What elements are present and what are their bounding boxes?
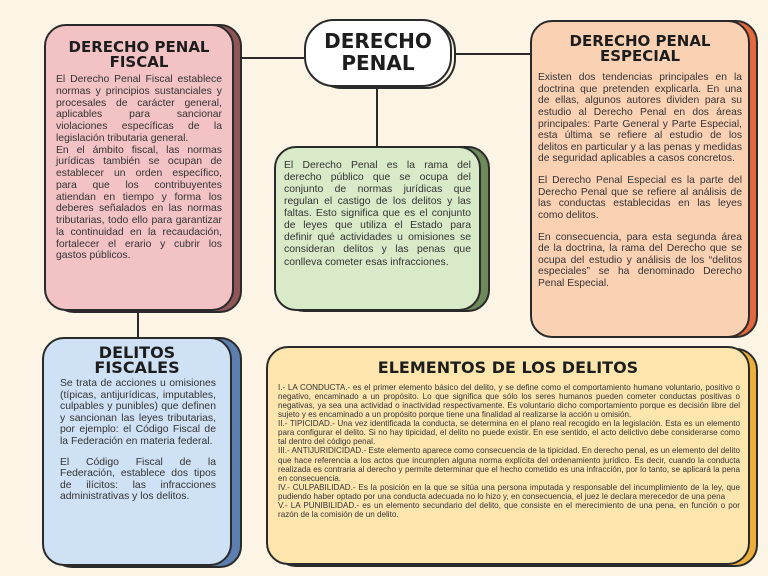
fiscal-title-line2: FISCAL [109, 53, 169, 71]
center-card: El Derecho Penal es la rama del derecho … [274, 146, 481, 311]
delitos-title-line2: FISCALES [94, 358, 180, 378]
elemento-tipicidad: II.- TIPICIDAD.- Una vez identificada la… [278, 419, 740, 447]
elemento-antijuridicidad: III.- ANTIJURIDICIDAD.- Este elemento ap… [278, 446, 740, 483]
especial-paragraph-1: Existen dos tendencias principales en la… [538, 72, 742, 165]
fiscal-body: El Derecho Penal Fiscal establece normas… [46, 70, 232, 262]
especial-card: DERECHO PENAL ESPECIAL Existen dos tende… [530, 20, 750, 338]
fiscal-title: DERECHO PENAL FISCAL [46, 40, 232, 70]
especial-title-line1: DERECHO PENAL [569, 32, 711, 50]
delitos-paragraph-1: Se trata de acciones u omisiones (típica… [60, 378, 216, 447]
especial-paragraph-2: El Derecho Penal Especial es la parte de… [538, 175, 742, 221]
especial-title: DERECHO PENAL ESPECIAL [532, 34, 748, 64]
elementos-card: ELEMENTOS DE LOS DELITOS I.- LA CONDUCTA… [266, 346, 750, 565]
especial-paragraph-3: En consecuencia, para esta segunda área … [538, 231, 742, 290]
fiscal-paragraph-2: En el ámbito fiscal, las normas jurídica… [56, 144, 222, 262]
especial-title-line2: ESPECIAL [599, 47, 681, 65]
center-title-line2: PENAL [341, 51, 415, 75]
fiscal-title-line1: DERECHO PENAL [68, 38, 210, 56]
elementos-title: ELEMENTOS DE LOS DELITOS [377, 358, 639, 377]
delitos-fiscales-card: DELITOS FISCALES Se trata de acciones u … [42, 337, 232, 566]
delitos-paragraph-2: El Código Fiscal de la Federación, estab… [60, 457, 216, 503]
fiscal-card: DERECHO PENAL FISCAL El Derecho Penal Fi… [44, 24, 234, 311]
elemento-culpabilidad: IV.- CULPABILIDAD.- Es la posición en la… [278, 482, 740, 501]
center-title-pill: DERECHO PENAL [304, 19, 452, 87]
center-title-line1: DERECHO [324, 29, 432, 53]
especial-body: Existen dos tendencias principales en la… [532, 64, 748, 290]
center-title: DERECHO PENAL [306, 30, 450, 74]
center-body: El Derecho Penal es la rama del derecho … [284, 160, 471, 268]
elementos-body: I.- LA CONDUCTA.- es el primer elemento … [268, 376, 748, 519]
fiscal-paragraph-1: El Derecho Penal Fiscal establece normas… [56, 74, 222, 144]
delitos-fiscales-title: DELITOS FISCALES [44, 343, 230, 378]
elemento-punibilidad: V.- LA PUNIBILIDAD.- es un elemento secu… [278, 500, 740, 519]
elemento-conducta: I.- LA CONDUCTA.- es el primer elemento … [278, 383, 740, 420]
delitos-fiscales-body: Se trata de acciones u omisiones (típica… [44, 375, 230, 502]
delitos-title-line1: DELITOS [98, 343, 176, 362]
